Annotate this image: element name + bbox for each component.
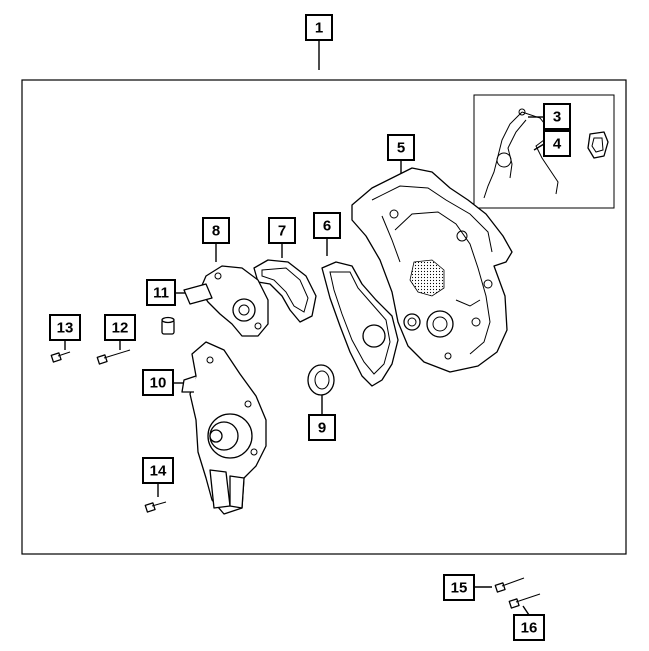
callout-13: 13 — [49, 314, 81, 341]
callout-label: 12 — [112, 320, 129, 337]
callout-11: 11 — [146, 279, 176, 306]
assembly-frame — [21, 79, 627, 555]
callout-10: 10 — [142, 369, 174, 396]
callout-label: 1 — [315, 20, 323, 37]
callout-label: 14 — [150, 463, 167, 480]
timing-cover — [351, 167, 513, 373]
bolt-14 — [144, 501, 167, 513]
callout-16: 16 — [513, 614, 545, 641]
callout-7: 7 — [268, 217, 296, 244]
harness — [483, 108, 559, 199]
callout-label: 8 — [212, 223, 220, 240]
callout-8: 8 — [202, 217, 230, 244]
callout-6: 6 — [313, 212, 341, 239]
bolt-16 — [508, 593, 541, 609]
subassembly-frame — [473, 94, 615, 209]
callout-label: 15 — [451, 580, 468, 597]
callout-label: 6 — [323, 218, 331, 235]
leader-lines — [64, 40, 545, 616]
callout-5: 5 — [387, 134, 415, 161]
water-pump — [181, 341, 267, 515]
callout-label: 10 — [150, 375, 167, 392]
callout-label: 3 — [553, 109, 561, 126]
o-ring — [587, 131, 609, 159]
callout-label: 13 — [57, 320, 74, 337]
pump-housing — [183, 265, 269, 337]
callout-1: 1 — [305, 14, 333, 41]
bolt-12 — [96, 349, 131, 365]
callout-label: 9 — [318, 420, 326, 437]
callout-9: 9 — [308, 414, 336, 441]
callout-12: 12 — [104, 314, 136, 341]
seal — [307, 364, 335, 396]
cover-gasket — [321, 261, 399, 387]
fitting — [161, 316, 175, 335]
callout-4: 4 — [543, 130, 571, 157]
callout-15: 15 — [443, 574, 475, 601]
callout-3: 3 — [543, 103, 571, 130]
callout-label: 7 — [278, 223, 286, 240]
callout-label: 11 — [153, 285, 169, 302]
callout-label: 4 — [553, 136, 562, 153]
pump-gasket — [253, 259, 317, 323]
callout-label: 16 — [521, 620, 538, 637]
callout-label: 5 — [397, 140, 405, 157]
bolt-13 — [50, 351, 71, 363]
callout-14: 14 — [142, 457, 174, 484]
bolt-15 — [494, 577, 525, 593]
